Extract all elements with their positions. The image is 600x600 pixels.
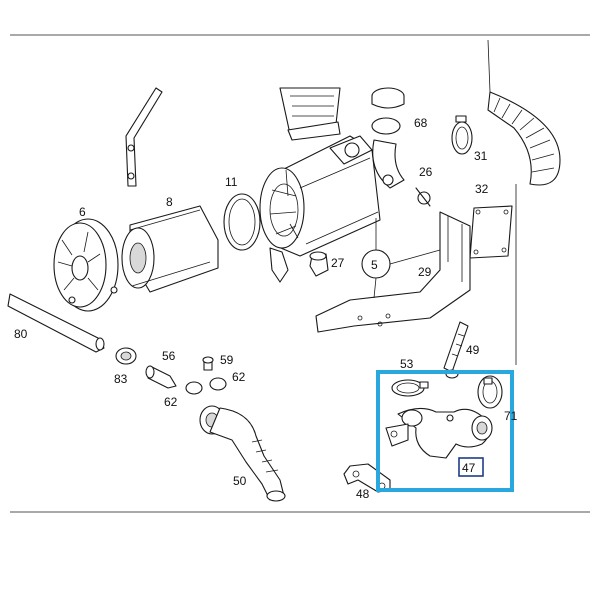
part-valve [309,251,329,277]
part-small-fittings [185,356,227,395]
callout-31: 31 [474,149,488,163]
part-y-tube-assembly [385,369,503,459]
part-elbow-hose [371,87,405,189]
callout-8: 8 [166,195,173,209]
callout-59: 59 [220,353,234,367]
part-support-bracket [315,211,471,333]
part-bent-hose [199,405,286,502]
highlight-box [376,370,514,492]
part-corrugated-hose [487,39,561,365]
part-filter-cartridge [121,205,219,293]
callout-leader [389,249,441,265]
part-air-filter-housing [259,135,381,283]
callout-53: 53 [400,357,414,371]
callout-62: 62 [232,370,246,384]
callout-6: 6 [79,205,86,219]
callout-47: 47 [462,461,476,475]
part-short-tube [145,365,177,389]
callout-50: 50 [233,474,247,488]
highlight-label-box [458,457,484,477]
callout-leader [373,277,377,299]
callout-68: 68 [414,116,428,130]
callout-29: 29 [418,265,432,279]
part-hose-clamp [451,115,473,155]
callout-32: 32 [475,182,489,196]
callout-48: 48 [356,487,370,501]
part-plate [469,205,513,259]
part-seal-ring [223,193,261,251]
callout-26: 26 [419,165,433,179]
callout-80: 80 [14,327,28,341]
part-rod [7,293,105,353]
callout-71: 71 [504,409,518,423]
callout-27: 27 [331,256,345,270]
callout-49: 49 [466,343,480,357]
callout-62: 62 [164,395,178,409]
part-intake-duct [279,87,341,141]
part-strap [443,321,469,373]
part-clamp [115,347,137,365]
part-cover [53,218,119,312]
callout-56: 56 [162,349,176,363]
part-bolt [415,187,431,207]
part-mounting-bracket [125,87,163,187]
callout-5: 5 [371,258,378,272]
callout-83: 83 [114,372,128,386]
callout-11: 11 [225,175,238,189]
